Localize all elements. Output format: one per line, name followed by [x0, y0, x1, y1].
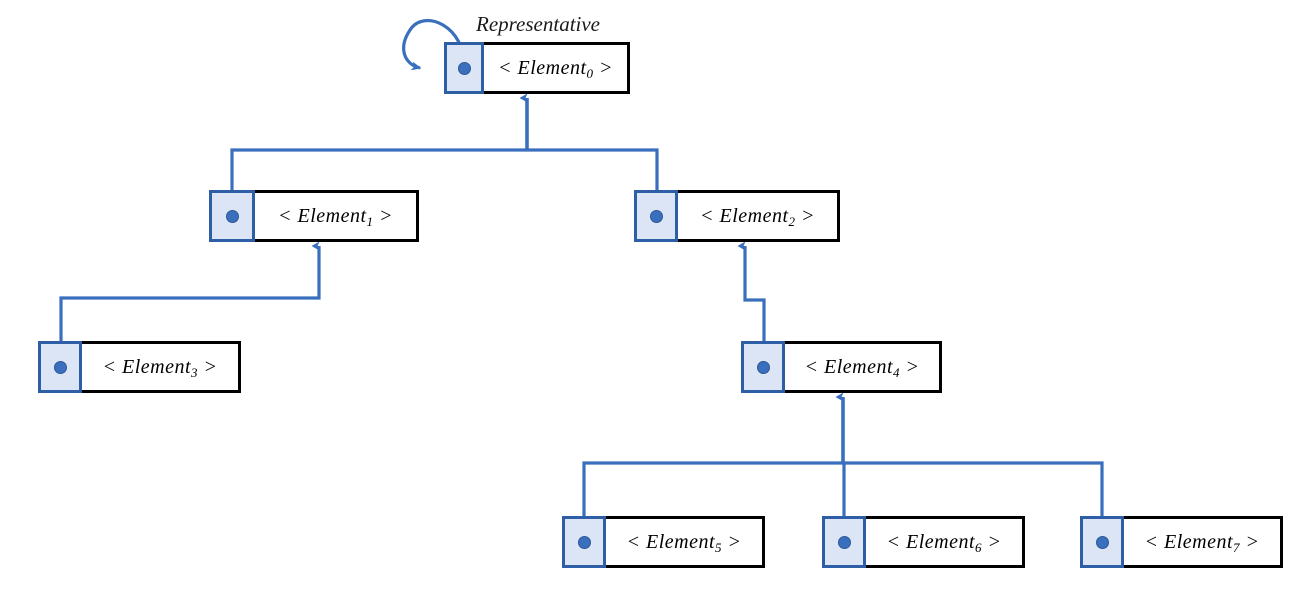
node-handle-element5[interactable]: [562, 516, 606, 568]
anchor-dot-icon: [577, 535, 591, 549]
edge-element3-to-element1-path: [59, 241, 321, 365]
node-label-element2: < Element2 >: [699, 204, 816, 229]
anchor-dot-icon: [1095, 535, 1109, 549]
anchor-dot-icon: [225, 209, 239, 223]
anchor-dot-icon: [457, 61, 471, 75]
node-element2[interactable]: < Element2 >: [634, 190, 840, 242]
node-label-element0: < Element0 >: [497, 56, 614, 81]
anchor-dot-icon: [53, 360, 67, 374]
node-label-element6: < Element6 >: [886, 530, 1002, 555]
anchor-dot-icon: [649, 209, 663, 223]
node-element4[interactable]: < Element4 >: [741, 341, 942, 393]
node-element0[interactable]: < Element0 >: [444, 42, 630, 94]
node-body-element3[interactable]: < Element3 >: [82, 341, 241, 393]
node-handle-element4[interactable]: [741, 341, 785, 393]
node-body-element0[interactable]: < Element0 >: [484, 42, 630, 94]
anchor-dot-icon: [756, 360, 770, 374]
node-body-element1[interactable]: < Element1 >: [255, 190, 419, 242]
annotation-representative: Representative: [476, 12, 601, 36]
node-body-element2[interactable]: < Element2 >: [678, 190, 840, 242]
node-element6[interactable]: < Element6 >: [822, 516, 1025, 568]
node-label-element7: < Element7 >: [1144, 530, 1260, 555]
node-body-element6[interactable]: < Element6 >: [866, 516, 1025, 568]
node-element5[interactable]: < Element5 >: [562, 516, 765, 568]
node-label-element3: < Element3 >: [102, 355, 218, 380]
self-loop-element0-path: [402, 19, 466, 71]
node-handle-element1[interactable]: [209, 190, 255, 242]
node-label-element5: < Element5 >: [626, 530, 742, 555]
node-handle-element3[interactable]: [38, 341, 82, 393]
node-body-element4[interactable]: < Element4 >: [785, 341, 942, 393]
node-body-element7[interactable]: < Element7 >: [1124, 516, 1283, 568]
edge-element7-to-element4-path: [843, 461, 1104, 540]
edge-element4-to-element2-path: [737, 241, 766, 365]
node-label-element4: < Element4 >: [804, 355, 920, 380]
node-handle-element6[interactable]: [822, 516, 866, 568]
node-handle-element7[interactable]: [1080, 516, 1124, 568]
node-label-element1: < Element1 >: [277, 204, 394, 229]
node-element7[interactable]: < Element7 >: [1080, 516, 1283, 568]
edge-element5-to-element4-path: [582, 461, 843, 540]
node-handle-element0[interactable]: [444, 42, 484, 94]
node-handle-element2[interactable]: [634, 190, 678, 242]
node-element1[interactable]: < Element1 >: [209, 190, 419, 242]
anchor-dot-icon: [837, 535, 851, 549]
node-element3[interactable]: < Element3 >: [38, 341, 241, 393]
node-body-element5[interactable]: < Element5 >: [606, 516, 765, 568]
